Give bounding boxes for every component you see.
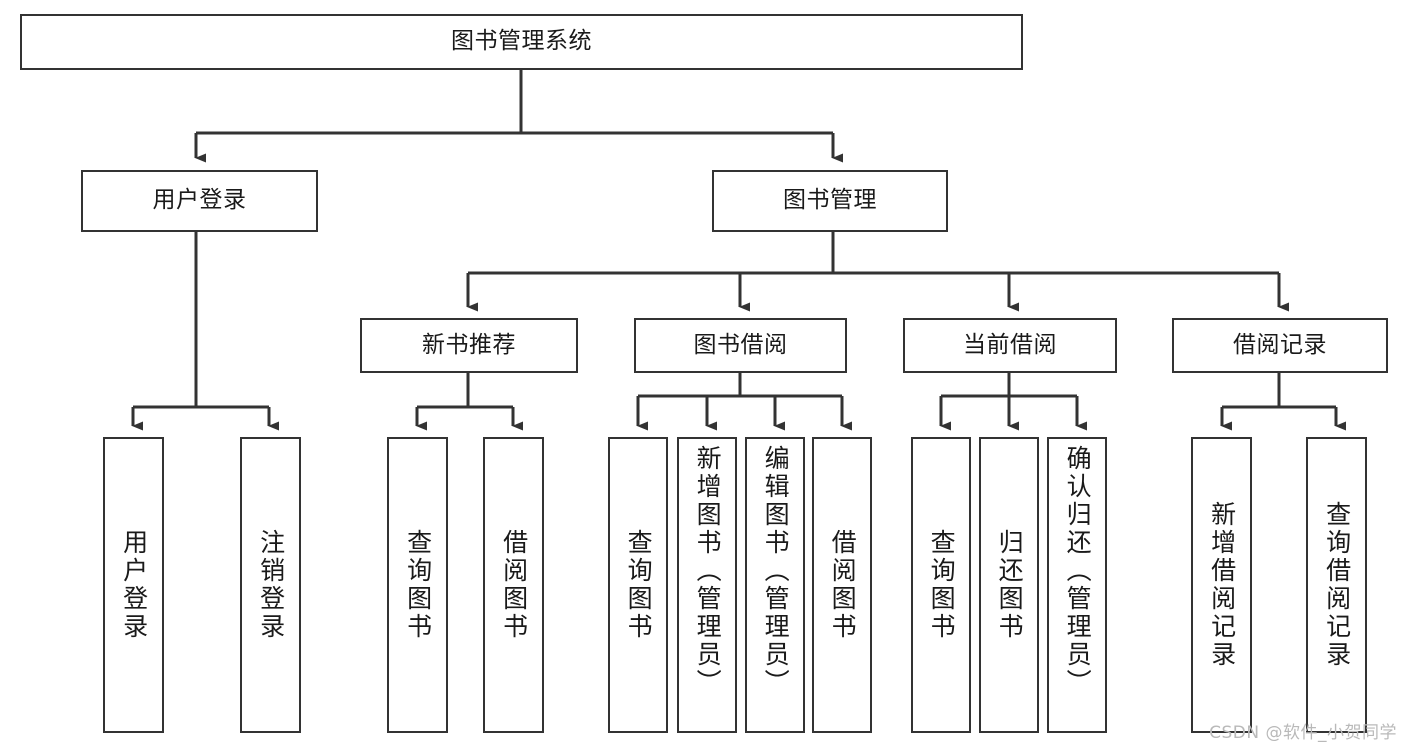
- node-user-login[interactable]: 用户登录: [81, 170, 318, 232]
- node-book-borrowing[interactable]: 图书借阅: [634, 318, 847, 373]
- node-label: 新书推荐: [422, 331, 516, 358]
- node-borrow-records[interactable]: 借阅记录: [1172, 318, 1388, 373]
- node-new-book-recommendation[interactable]: 新书推荐: [360, 318, 578, 373]
- node-label: 归还图书: [995, 529, 1025, 641]
- watermark-text: CSDN @软件_小贺同学: [1209, 723, 1397, 743]
- node-label: 查询图书: [403, 529, 433, 641]
- node-leaf-confirm-return-admin[interactable]: 确认归还（管理员）: [1047, 437, 1107, 733]
- node-label: 注销登录: [256, 529, 286, 641]
- node-label: 图书管理: [783, 187, 877, 214]
- node-leaf-borrow-books-borrow[interactable]: 借阅图书: [812, 437, 872, 733]
- node-label: 当前借阅: [963, 331, 1057, 358]
- node-label: 用户登录: [119, 529, 149, 641]
- node-label: 查询图书: [624, 529, 654, 641]
- node-leaf-edit-book-admin[interactable]: 编辑图书（管理员）: [745, 437, 805, 733]
- node-label: 新增借阅记录: [1207, 501, 1237, 669]
- node-leaf-borrow-books-rec[interactable]: 借阅图书: [483, 437, 544, 733]
- node-leaf-query-books-borrow[interactable]: 查询图书: [608, 437, 668, 733]
- node-leaf-add-borrow-record[interactable]: 新增借阅记录: [1191, 437, 1252, 733]
- node-label: 借阅记录: [1233, 331, 1327, 358]
- node-label: 图书管理系统: [451, 28, 592, 55]
- node-label: 借阅图书: [499, 529, 529, 641]
- node-label: 用户登录: [152, 187, 247, 214]
- node-book-management[interactable]: 图书管理: [712, 170, 948, 232]
- node-label: 查询借阅记录: [1322, 501, 1352, 669]
- node-leaf-user-login[interactable]: 用户登录: [103, 437, 164, 733]
- node-leaf-query-borrow-record[interactable]: 查询借阅记录: [1306, 437, 1367, 733]
- node-label: 图书借阅: [693, 331, 788, 358]
- node-leaf-return-book[interactable]: 归还图书: [979, 437, 1039, 733]
- node-label: 编辑图书（管理员）: [761, 445, 791, 697]
- node-label: 借阅图书: [828, 529, 858, 641]
- node-label: 确认归还（管理员）: [1063, 445, 1093, 697]
- node-label: 新增图书（管理员）: [693, 445, 723, 697]
- node-leaf-add-book-admin[interactable]: 新增图书（管理员）: [677, 437, 737, 733]
- node-label: 查询图书: [927, 529, 957, 641]
- node-root-book-management-system[interactable]: 图书管理系统: [20, 14, 1023, 70]
- node-leaf-logout[interactable]: 注销登录: [240, 437, 301, 733]
- node-current-borrowing[interactable]: 当前借阅: [903, 318, 1117, 373]
- node-leaf-query-books-rec[interactable]: 查询图书: [387, 437, 448, 733]
- node-leaf-query-books-current[interactable]: 查询图书: [911, 437, 971, 733]
